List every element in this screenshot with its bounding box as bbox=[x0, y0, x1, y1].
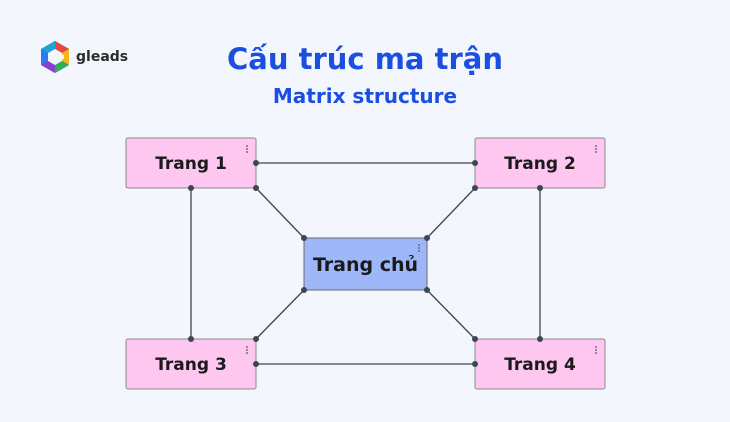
connector-dot[interactable] bbox=[424, 235, 430, 241]
edge-page4-home bbox=[426, 289, 476, 340]
node-page3[interactable]: Trang 3 bbox=[125, 338, 257, 390]
connector-dot[interactable] bbox=[253, 160, 259, 166]
node-label-page2: Trang 2 bbox=[504, 154, 576, 174]
node-label-page3: Trang 3 bbox=[155, 355, 227, 375]
connector-dot[interactable] bbox=[253, 336, 259, 342]
node-menu-icon[interactable] bbox=[595, 145, 597, 153]
node-page4[interactable]: Trang 4 bbox=[474, 338, 606, 390]
node-menu-icon[interactable] bbox=[418, 244, 420, 252]
node-page2[interactable]: Trang 2 bbox=[474, 137, 606, 189]
connector-dot[interactable] bbox=[188, 185, 194, 191]
edge-page3-home bbox=[255, 289, 305, 340]
connector-dot[interactable] bbox=[537, 185, 543, 191]
node-box-home bbox=[303, 237, 428, 291]
node-label-page4: Trang 4 bbox=[504, 355, 576, 375]
connector-dot[interactable] bbox=[472, 361, 478, 367]
connector-dot[interactable] bbox=[301, 235, 307, 241]
edge-page1-home bbox=[255, 187, 305, 239]
node-menu-icon[interactable] bbox=[246, 145, 248, 153]
node-label-home: Trang chủ bbox=[313, 254, 418, 276]
connector-dot[interactable] bbox=[253, 361, 259, 367]
edges-layer bbox=[190, 162, 541, 365]
connector-dot[interactable] bbox=[188, 336, 194, 342]
node-menu-icon[interactable] bbox=[246, 346, 248, 354]
brand-logo: gleads bbox=[38, 40, 128, 74]
connector-dot[interactable] bbox=[472, 160, 478, 166]
connector-dot[interactable] bbox=[472, 336, 478, 342]
connector-dot[interactable] bbox=[472, 185, 478, 191]
node-label-page1: Trang 1 bbox=[155, 154, 227, 174]
connector-dot[interactable] bbox=[424, 287, 430, 293]
connector-dot[interactable] bbox=[301, 287, 307, 293]
page-title: Cấu trúc ma trận bbox=[227, 42, 503, 76]
brand-name: gleads bbox=[76, 49, 129, 65]
node-page1[interactable]: Trang 1 bbox=[125, 137, 257, 189]
page-subtitle: Matrix structure bbox=[272, 84, 458, 108]
connector-dot[interactable] bbox=[537, 336, 543, 342]
gleads-logo-icon bbox=[41, 41, 69, 73]
node-home[interactable]: Trang chủ bbox=[303, 237, 428, 291]
edge-page2-home bbox=[426, 187, 476, 239]
connector-dot[interactable] bbox=[253, 185, 259, 191]
node-menu-icon[interactable] bbox=[595, 346, 597, 354]
connector-dots-layer bbox=[188, 160, 543, 367]
